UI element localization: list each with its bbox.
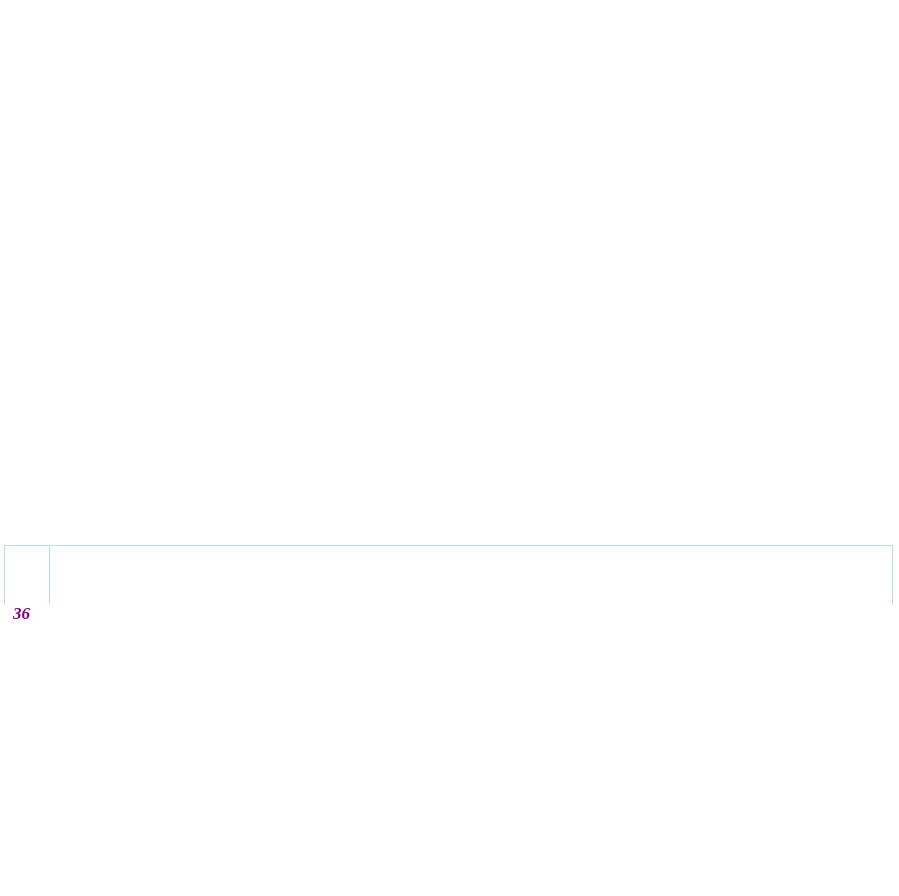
margin-divider (49, 545, 50, 604)
page-number: 36 (13, 604, 30, 623)
page-frame (4, 545, 893, 604)
